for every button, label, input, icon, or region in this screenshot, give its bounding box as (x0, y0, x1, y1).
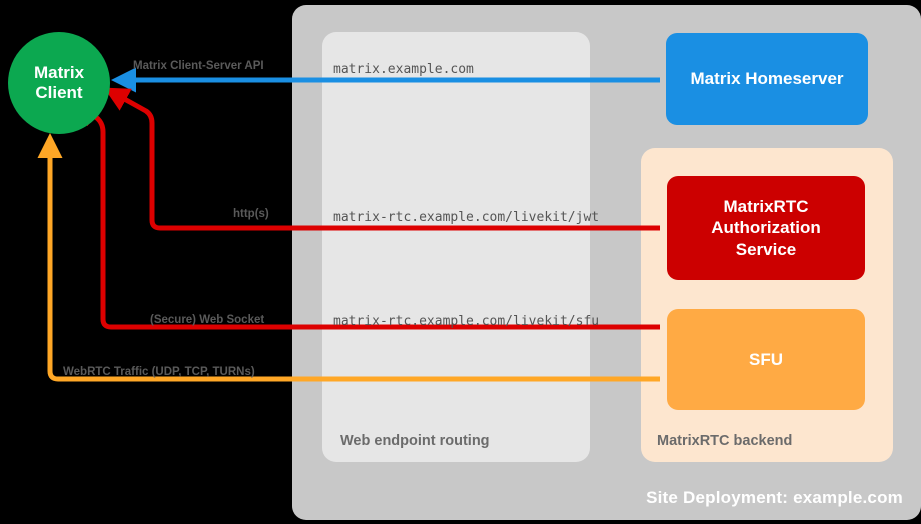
web-endpoint-routing-container: Web endpoint routing (322, 32, 590, 462)
web-endpoint-routing-label: Web endpoint routing (340, 433, 490, 449)
node-sfu[interactable]: SFU (667, 309, 865, 410)
auth-label-line2: Authorization (711, 218, 821, 238)
matrix-client-label-line1: Matrix (33, 62, 85, 82)
node-matrix-client[interactable]: Matrix Client (8, 32, 110, 134)
endpoint-livekit-jwt: matrix-rtc.example.com/livekit/jwt (333, 210, 600, 225)
auth-label-line3: Service (735, 239, 797, 259)
sfu-label: SFU (749, 349, 783, 369)
node-matrixrtc-authorization-service[interactable]: MatrixRTC Authorization Service (667, 176, 865, 280)
matrix-homeserver-label: Matrix Homeserver (690, 69, 844, 89)
matrix-client-label-line2: Client (35, 83, 83, 102)
auth-label-line1: MatrixRTC (723, 197, 809, 217)
endpoint-livekit-sfu: matrix-rtc.example.com/livekit/sfu (333, 314, 600, 329)
site-deployment-label: Site Deployment: example.com (646, 488, 903, 507)
endpoint-matrix-example-com: matrix.example.com (333, 62, 474, 77)
label-secure-websocket: (Secure) Web Socket (150, 314, 265, 326)
node-matrix-homeserver[interactable]: Matrix Homeserver (666, 33, 868, 125)
matrixrtc-backend-label: MatrixRTC backend (657, 433, 793, 449)
label-webrtc-traffic: WebRTC Traffic (UDP, TCP, TURNs) (63, 366, 255, 378)
label-matrix-client-server-api: Matrix Client-Server API (133, 60, 264, 72)
label-http: http(s) (233, 208, 269, 220)
